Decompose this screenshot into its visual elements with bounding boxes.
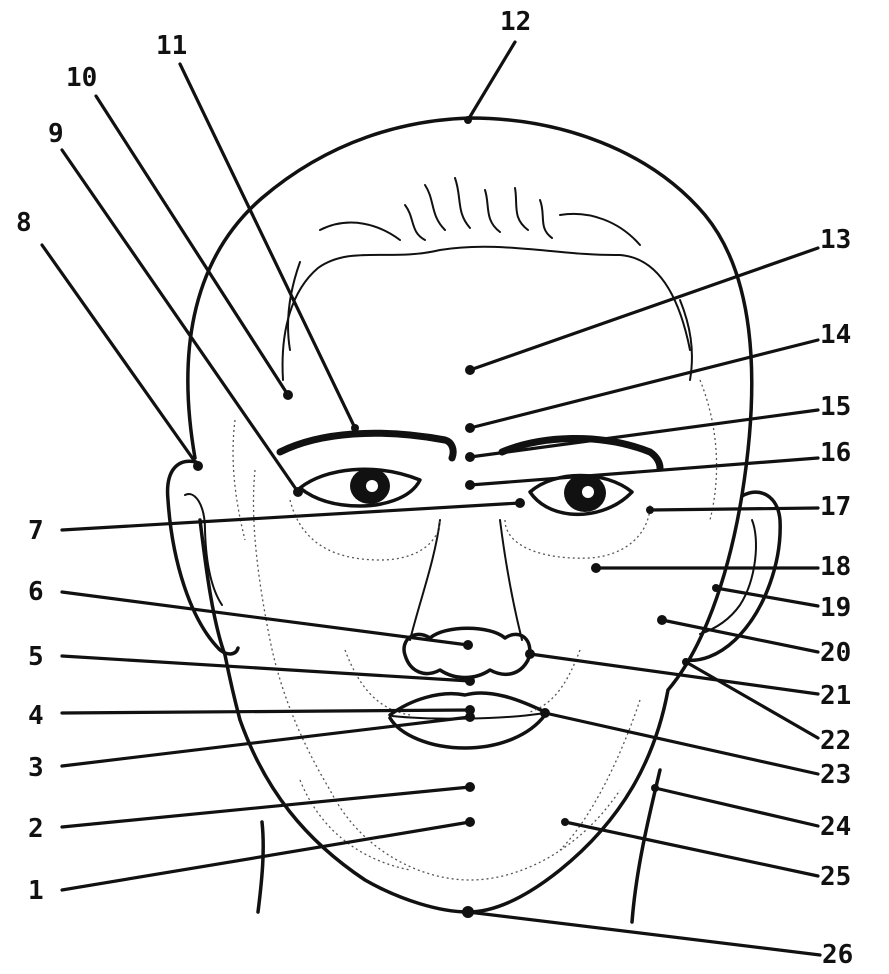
left-pupil-highlight xyxy=(366,480,378,492)
point-label-22: 22 xyxy=(820,726,851,756)
point-label-17: 17 xyxy=(820,492,851,522)
point-label-18: 18 xyxy=(820,552,851,582)
point-marker-13 xyxy=(465,365,475,375)
point-marker-5 xyxy=(465,676,475,686)
point-marker-4 xyxy=(465,705,475,715)
point-marker-25 xyxy=(561,818,569,826)
point-marker-20 xyxy=(657,615,667,625)
point-label-5: 5 xyxy=(28,642,44,672)
leader-line-16 xyxy=(470,458,818,485)
leader-line-24 xyxy=(655,788,818,826)
leader-line-23 xyxy=(545,713,818,774)
leader-line-21 xyxy=(530,654,818,694)
nose-tip xyxy=(404,628,530,677)
leader-line-17 xyxy=(650,508,818,510)
point-label-21: 21 xyxy=(820,681,851,711)
point-marker-14 xyxy=(465,423,475,433)
point-label-9: 9 xyxy=(48,119,64,149)
point-label-14: 14 xyxy=(820,320,851,350)
point-label-15: 15 xyxy=(820,392,851,422)
point-marker-6 xyxy=(463,640,473,650)
point-label-4: 4 xyxy=(28,701,44,731)
point-label-23: 23 xyxy=(820,760,851,790)
point-marker-8 xyxy=(193,461,203,471)
point-label-24: 24 xyxy=(820,812,851,842)
hair-strands xyxy=(288,178,692,380)
point-marker-21 xyxy=(525,649,535,659)
point-label-3: 3 xyxy=(28,753,44,783)
leader-line-5 xyxy=(62,656,470,681)
left-ear xyxy=(168,461,238,654)
point-marker-26 xyxy=(462,906,474,918)
point-label-6: 6 xyxy=(28,577,44,607)
leader-line-4 xyxy=(62,710,470,713)
point-marker-19 xyxy=(712,584,720,592)
head-outline xyxy=(188,118,752,912)
right-pupil-highlight xyxy=(582,486,594,498)
point-marker-12 xyxy=(464,116,472,124)
point-label-7: 7 xyxy=(28,516,44,546)
nose-bridge xyxy=(410,520,522,640)
point-label-26: 26 xyxy=(822,940,853,970)
neck-left xyxy=(258,822,263,912)
point-label-10: 10 xyxy=(66,63,97,93)
point-marker-15 xyxy=(465,452,475,462)
neck-right xyxy=(632,770,660,922)
point-marker-18 xyxy=(591,563,601,573)
point-marker-16 xyxy=(465,480,475,490)
point-label-12: 12 xyxy=(500,7,531,37)
point-marker-22 xyxy=(682,658,690,666)
point-label-25: 25 xyxy=(820,862,851,892)
point-label-19: 19 xyxy=(820,593,851,623)
leader-line-10 xyxy=(96,96,288,395)
left-eyebrow xyxy=(280,433,453,458)
leader-line-22 xyxy=(686,662,818,738)
point-marker-9 xyxy=(293,487,303,497)
point-marker-2 xyxy=(465,782,475,792)
leader-line-2 xyxy=(62,787,470,827)
leader-line-3 xyxy=(62,717,470,766)
point-label-20: 20 xyxy=(820,638,851,668)
leader-line-8 xyxy=(42,245,198,466)
point-marker-10 xyxy=(283,390,293,400)
leader-line-25 xyxy=(565,822,818,876)
point-labels: 1 2 3 4 5 6 7 8 9 10 xyxy=(16,7,853,970)
point-label-2: 2 xyxy=(28,814,44,844)
point-label-16: 16 xyxy=(820,438,851,468)
leader-line-1 xyxy=(62,822,470,890)
point-label-13: 13 xyxy=(820,225,851,255)
leader-line-26 xyxy=(468,912,820,955)
leader-line-12 xyxy=(468,42,515,120)
leader-line-6 xyxy=(62,592,468,645)
point-marker-23 xyxy=(540,708,550,718)
point-label-8: 8 xyxy=(16,208,32,238)
point-marker-1 xyxy=(465,817,475,827)
point-marker-24 xyxy=(651,784,659,792)
point-marker-11 xyxy=(351,424,359,432)
point-label-11: 11 xyxy=(156,31,187,61)
leader-line-7 xyxy=(62,503,520,530)
leader-line-20 xyxy=(662,620,818,652)
point-marker-7 xyxy=(515,498,525,508)
head-illustration xyxy=(168,118,781,922)
point-marker-17 xyxy=(646,506,654,514)
leader-line-11 xyxy=(180,64,355,428)
point-label-1: 1 xyxy=(28,876,44,906)
